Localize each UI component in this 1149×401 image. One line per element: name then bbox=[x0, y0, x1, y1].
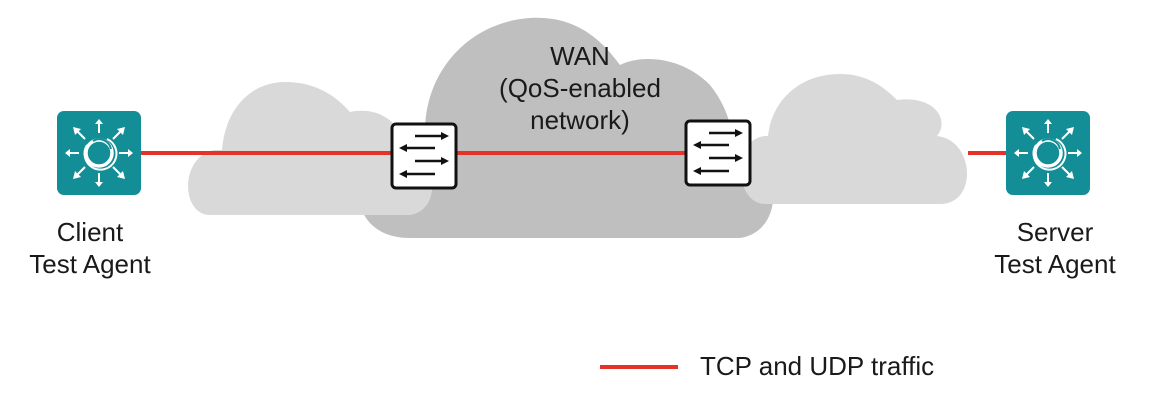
server-test-agent-icon bbox=[1004, 109, 1092, 197]
wan-label-line2: (QoS-enabled bbox=[499, 73, 661, 103]
client-test-agent-icon bbox=[55, 109, 143, 197]
server-label-line2: Test Agent bbox=[994, 249, 1116, 279]
right-router-icon bbox=[684, 119, 752, 187]
wan-label: WAN (QoS-enabled network) bbox=[470, 40, 690, 136]
server-label: Server Test Agent bbox=[985, 216, 1125, 280]
legend-traffic-label: TCP and UDP traffic bbox=[700, 351, 935, 381]
server-label-line1: Server bbox=[1016, 217, 1094, 247]
left-router-icon bbox=[390, 122, 458, 190]
client-label-line2: Test Agent bbox=[29, 249, 151, 279]
client-label-line1: Client bbox=[56, 217, 124, 247]
client-label: Client Test Agent bbox=[20, 216, 160, 280]
right-cloud bbox=[740, 74, 968, 204]
wan-label-line3: network) bbox=[530, 105, 630, 135]
left-cloud bbox=[188, 82, 433, 215]
wan-label-line1: WAN bbox=[550, 41, 610, 71]
